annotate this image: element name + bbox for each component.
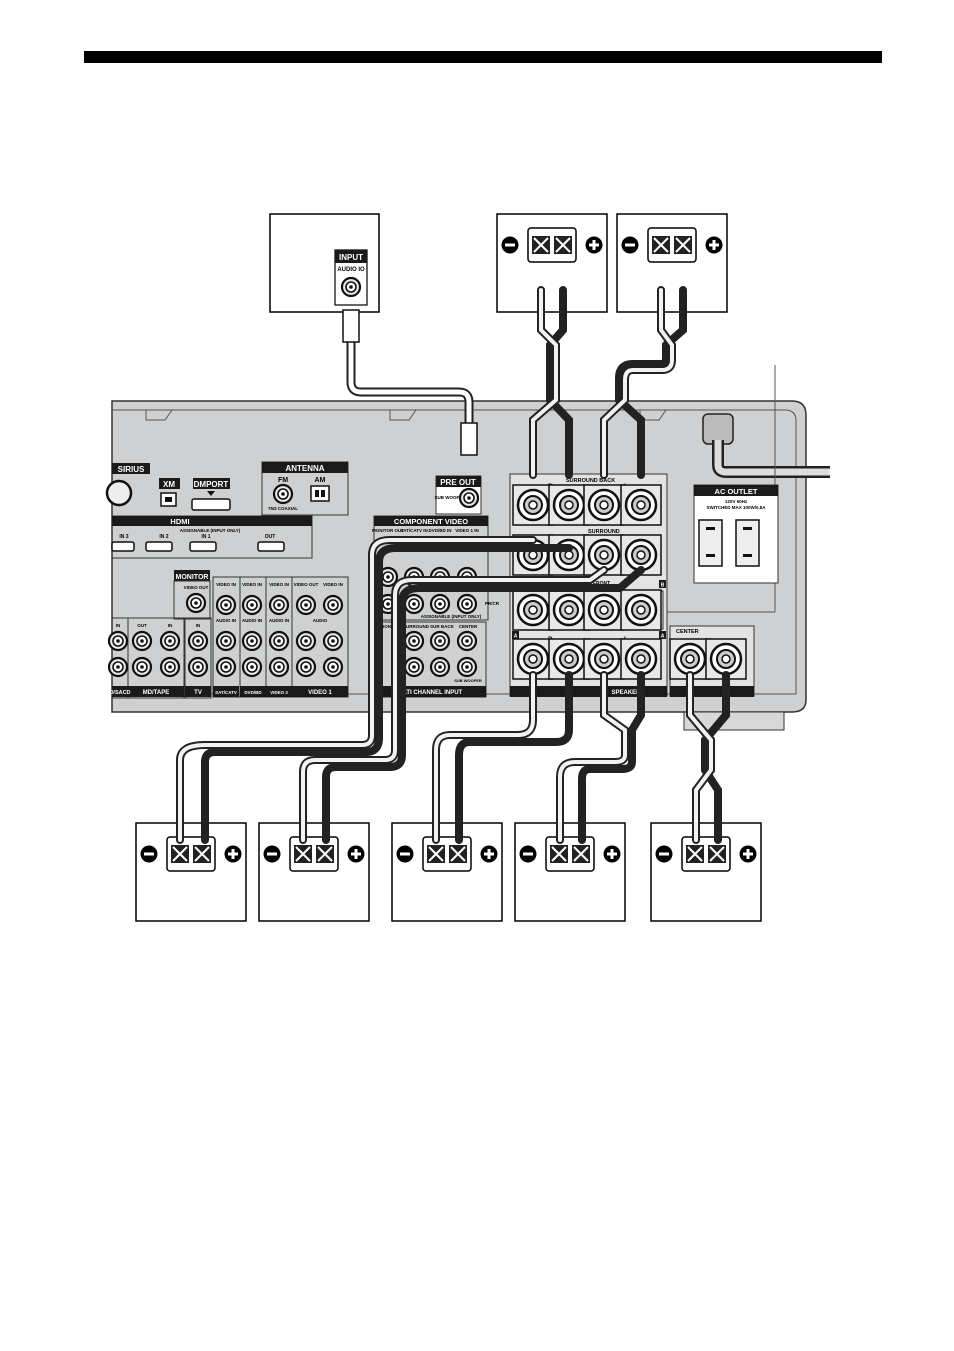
pre-out-section: PRE OUT SUB WOOFER: [435, 475, 482, 515]
center-label: CENTER: [676, 629, 699, 635]
antenna-fm-label: FM: [278, 477, 288, 484]
xm-section: XM: [159, 478, 180, 507]
surround-back-label: SURROUND BACK: [566, 478, 615, 484]
surround-label: SURROUND: [588, 529, 620, 535]
speaker-surround-back-left: [616, 213, 728, 313]
sirius-section: SIRIUS: [105, 463, 150, 507]
video1-video-in-label: VIDEO IN: [323, 582, 343, 587]
front-a-label-right: A: [661, 634, 665, 640]
cv-col-dvd: DVD/BD IN: [428, 528, 451, 533]
header-rule: [84, 51, 882, 63]
label-multi-channel-input: MULTI CHANNEL INPUT: [394, 690, 463, 696]
monitor-label: MONITOR: [176, 574, 209, 581]
speakers-label: SPEAKERS: [611, 690, 644, 696]
speaker-front-right: [391, 822, 503, 922]
speaker-front-left: [514, 822, 626, 922]
md-in-label: IN: [168, 623, 173, 628]
ac-outlet-section: AC OUTLET 120V 60Hz SWITCHED MAX 100W/0.…: [693, 484, 779, 584]
cv-col-monitor: MONITOR OUT: [372, 528, 404, 533]
ac-socket-1[interactable]: [698, 519, 723, 567]
label-md-tape: MD/TAPE: [143, 690, 170, 696]
component-video-section: COMPONENT VIDEO MONITOR OUT SAT/CATV IN …: [372, 515, 500, 621]
pre-out-sub-label: SUB WOOFER: [435, 495, 467, 500]
hdmi-in1-port[interactable]: [189, 541, 217, 552]
dmport-label: DMPORT: [194, 480, 229, 489]
subwoofer-input-label: INPUT: [339, 253, 363, 262]
hdmi-in2-port[interactable]: [145, 541, 173, 552]
monitor-video-out-label: VIDEO OUT: [184, 585, 209, 590]
speaker-cables: [176, 286, 730, 844]
label-sat: SAT/CATV: [215, 690, 237, 695]
antenna-label: ANTENNA: [285, 464, 324, 473]
ac-outlet-spec2: SWITCHED MAX 100W/0.8A: [706, 505, 766, 510]
video2-video-in-label: VIDEO IN: [269, 582, 289, 587]
speaker-surround-left: [258, 822, 370, 922]
label-video1: VIDEO 1: [308, 690, 332, 696]
subwoofer-box: INPUT AUDIO IO: [269, 213, 380, 313]
mc-front-label: FRONT: [378, 624, 394, 629]
hdmi-in1-label: IN 1: [201, 534, 210, 540]
video1-audio-label: AUDIO: [313, 618, 328, 623]
md-out-label: OUT: [137, 623, 147, 628]
hdmi-out-port[interactable]: [257, 541, 285, 552]
hdmi-out-label: OUT: [265, 534, 276, 540]
label-dvd: DVD/BD: [244, 690, 262, 695]
sat-audio-in-label: AUDIO IN: [216, 618, 236, 623]
monitor-video-out-jack[interactable]: [185, 592, 207, 614]
mc-surround-label: SURROUND: [403, 624, 430, 629]
dmport-section: DMPORT: [191, 478, 231, 511]
speaker-surround-back-right: [496, 213, 608, 313]
mc-surback-label: SUR BACK: [430, 624, 455, 629]
hdmi-section: HDMI IN 3 IN 2 IN 1 ASSIGNABLE (INPUT ON…: [111, 515, 313, 559]
hdmi-label: HDMI: [170, 517, 189, 526]
fm-antenna-jack[interactable]: [272, 483, 294, 505]
bottom-label-strip: CD/SACD MD/TAPE TV SAT/CATV DVD/BD VIDEO…: [105, 686, 486, 697]
front-a-label-left: A: [514, 634, 518, 640]
subwoofer-input-jack[interactable]: [340, 276, 362, 298]
audio-inputs-left: IN OUT IN IN: [107, 617, 212, 699]
power-cord: [666, 365, 830, 613]
cv-pr-label: PR/CR: [485, 601, 500, 606]
center-terminals-section: CENTER: [668, 625, 755, 697]
video1-video-out-label: VIDEO OUT: [294, 582, 319, 587]
antenna-am-label: AM: [315, 477, 326, 484]
ac-socket-2[interactable]: [735, 519, 760, 567]
cv-assignable-label: ASSIGNABLE (INPUT ONLY): [421, 614, 482, 619]
label-tv: TV: [194, 690, 202, 696]
speaker-center: [650, 822, 762, 922]
front-b-label-right: B: [661, 583, 665, 589]
mc-center-label: CENTER: [459, 624, 478, 629]
cv-col-sat: SAT/CATV IN: [400, 528, 428, 533]
fm-coax-label: 75Ω COAXIAL: [268, 506, 298, 511]
ac-outlet-spec: 120V 60Hz: [725, 499, 748, 504]
cd-in-label: IN: [116, 623, 121, 628]
video2-audio-in-label: AUDIO IN: [269, 618, 289, 623]
subwoofer-cable: [342, 309, 478, 456]
sirius-label: SIRIUS: [118, 465, 145, 474]
dvd-audio-in-label: AUDIO IN: [242, 618, 262, 623]
label-video2: VIDEO 2: [270, 690, 288, 695]
ac-outlet-label: AC OUTLET: [715, 487, 758, 496]
tv-in-label: IN: [196, 623, 201, 628]
speaker-surround-right: [135, 822, 247, 922]
mc-subwoofer-label: SUB WOOFER: [454, 678, 482, 683]
label-cd: CD/SACD: [105, 690, 130, 696]
dvd-video-in-label: VIDEO IN: [242, 582, 262, 587]
cv-col-video1: VIDEO 1 IN: [455, 528, 479, 533]
hdmi-assignable-label: ASSIGNABLE (INPUT ONLY): [180, 528, 241, 533]
subwoofer-pre-out-jack[interactable]: [458, 487, 480, 509]
subwoofer-audio-label: AUDIO IO: [337, 267, 365, 273]
component-video-label: COMPONENT VIDEO: [394, 517, 468, 526]
pre-out-label: PRE OUT: [440, 478, 476, 487]
xm-label: XM: [163, 480, 175, 489]
hdmi-in2-label: IN 2: [159, 534, 168, 540]
sat-video-in-label: VIDEO IN: [216, 582, 236, 587]
monitor-section: MONITOR VIDEO OUT: [173, 570, 211, 620]
hdmi-in3-label: IN 3: [119, 534, 128, 540]
antenna-section: ANTENNA FM AM 75Ω COAXIAL: [261, 461, 349, 516]
hdmi-in3-port[interactable]: [111, 541, 135, 552]
